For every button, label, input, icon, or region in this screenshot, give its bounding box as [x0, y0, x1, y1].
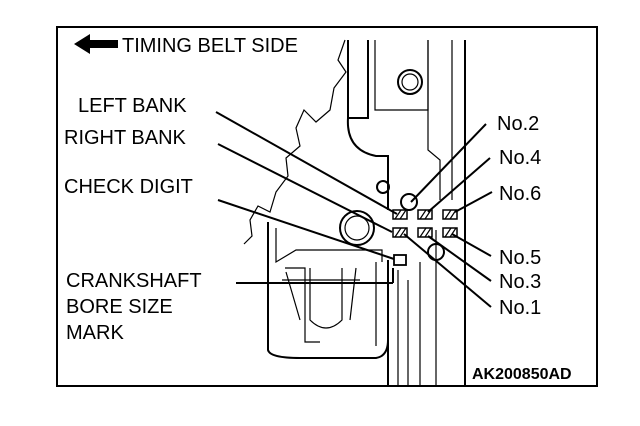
figure-code: AK200850AD: [472, 366, 572, 383]
right-bank-marks: [392, 227, 458, 238]
no5-label: No.5: [499, 247, 541, 269]
no6-label: No.6: [499, 183, 541, 205]
crankshaft-label-line3: MARK: [66, 322, 124, 344]
check-digit-label: CHECK DIGIT: [64, 176, 193, 198]
check-digit-box: [393, 254, 407, 266]
crankshaft-label-line2: BORE SIZE: [66, 296, 173, 318]
direction-indicator: [74, 34, 118, 54]
no1-label: No.1: [499, 297, 541, 319]
left-bank-marks: [392, 209, 458, 220]
left-bank-label: LEFT BANK: [78, 95, 187, 117]
no4-label: No.4: [499, 147, 541, 169]
diagram-frame: [56, 26, 598, 387]
leader-lines: [215, 111, 493, 308]
no2-label: No.2: [497, 113, 539, 135]
right-bank-label: RIGHT BANK: [64, 127, 187, 149]
timing-belt-side-label: TIMING BELT SIDE: [122, 35, 298, 57]
left-arrow-icon: [74, 34, 118, 54]
crankshaft-label-line1: CRANKSHAFT: [66, 270, 202, 292]
no3-label: No.3: [499, 271, 541, 293]
